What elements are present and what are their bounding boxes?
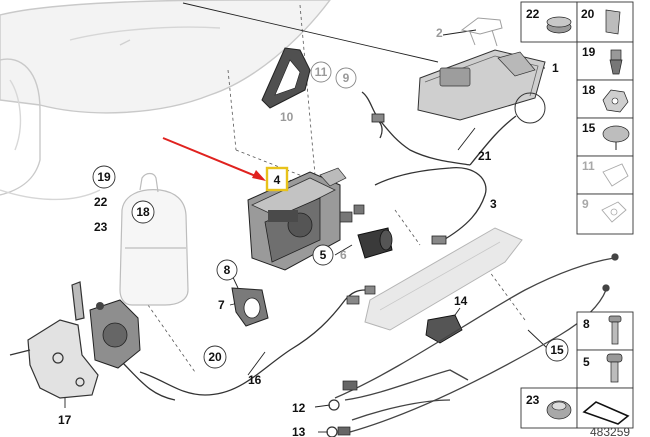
part-21-cable [361,91,546,166]
part-16-cable [119,285,376,401]
callout-17: 17 [58,413,72,427]
part-1-handle-housing [417,49,546,121]
svg-text:8: 8 [583,317,590,331]
svg-text:22: 22 [94,195,108,209]
part-17-bracket [9,281,99,399]
svg-text:15: 15 [582,121,596,135]
svg-text:16: 16 [248,373,262,387]
callout-2: 2 [436,26,443,40]
panel-cell-11: 11 [582,159,629,187]
panel-cell-15: 15 [582,121,630,150]
svg-text:13: 13 [292,425,306,437]
panel-cell-23: 23 [526,393,572,420]
part-10-grip [261,47,311,109]
callout-6: 6 [340,248,347,262]
callout-10: 10 [280,110,294,124]
callout-16: 16 [248,373,262,387]
svg-text:11: 11 [315,65,328,79]
panel-cell-18: 18 [582,83,629,113]
svg-text:7: 7 [218,298,225,312]
callout-20: 20 [203,345,227,369]
panel-cell-5: 5 [583,353,623,383]
callout-23-left: 23 [94,220,108,234]
panel-cell-9: 9 [582,197,627,223]
svg-text:4: 4 [274,173,281,187]
svg-text:17: 17 [58,413,72,427]
panel-cell-19: 19 [582,45,623,75]
svg-text:22: 22 [526,7,540,21]
drawing-number: 483259 [590,425,630,437]
callout-13: 13 [292,425,306,437]
trunk-lid-outline [0,0,331,201]
svg-text:8: 8 [224,263,231,277]
svg-text:14: 14 [454,294,468,308]
svg-text:12: 12 [292,401,306,415]
callout-8: 8 [216,259,238,281]
callout-18: 18 [131,200,155,224]
panel-cell-22: 22 [526,7,572,34]
part-5-connector [339,204,365,223]
part-14-bracket [425,314,463,344]
part-13-cable-end [326,426,351,437]
svg-text:23: 23 [526,393,540,407]
callout-19: 19 [92,165,116,189]
svg-text:2: 2 [436,26,443,40]
callout-9: 9 [335,67,357,89]
svg-text:10: 10 [280,110,294,124]
part-15-rail [364,227,523,331]
callout-21: 21 [478,149,492,163]
svg-text:11: 11 [582,159,595,173]
part-7-bracket [231,287,269,327]
callout-7: 7 [218,298,225,312]
svg-text:5: 5 [320,248,327,262]
svg-text:5: 5 [583,355,590,369]
svg-text:18: 18 [582,83,596,97]
part-4-lock-actuator [247,167,347,271]
svg-text:23: 23 [94,220,108,234]
callout-5: 5 [312,244,334,266]
svg-text:3: 3 [490,197,497,211]
part-18-reservoir [119,172,189,306]
svg-text:1: 1 [552,61,559,75]
panel-cell-symbol [582,401,630,425]
svg-text:20: 20 [208,350,222,364]
callout-14: 14 [454,294,468,308]
part-3-cable [371,113,487,245]
svg-text:15: 15 [550,343,564,357]
svg-text:20: 20 [581,7,595,21]
part-12-cable-end [328,380,358,411]
panel-cell-8: 8 [583,315,622,345]
red-arrow [162,137,266,181]
callout-1: 1 [552,61,559,75]
part-6-solenoid [357,227,393,259]
svg-text:9: 9 [343,71,350,85]
callout-22-left: 22 [94,195,108,209]
rod-cables [334,253,619,433]
callout-11: 11 [310,61,332,83]
callout-4-highlighted: 4 [265,166,289,192]
svg-text:21: 21 [478,149,492,163]
svg-text:19: 19 [97,170,111,184]
callout-12: 12 [292,401,306,415]
svg-text:6: 6 [340,248,347,262]
part-2-bracket [460,17,503,47]
svg-text:19: 19 [582,45,596,59]
svg-text:18: 18 [136,205,150,219]
panel-cell-20: 20 [581,7,621,35]
callout-15: 15 [545,338,569,362]
callout-3: 3 [490,197,497,211]
part-17-drive-unit [89,299,141,369]
svg-text:9: 9 [582,197,589,211]
